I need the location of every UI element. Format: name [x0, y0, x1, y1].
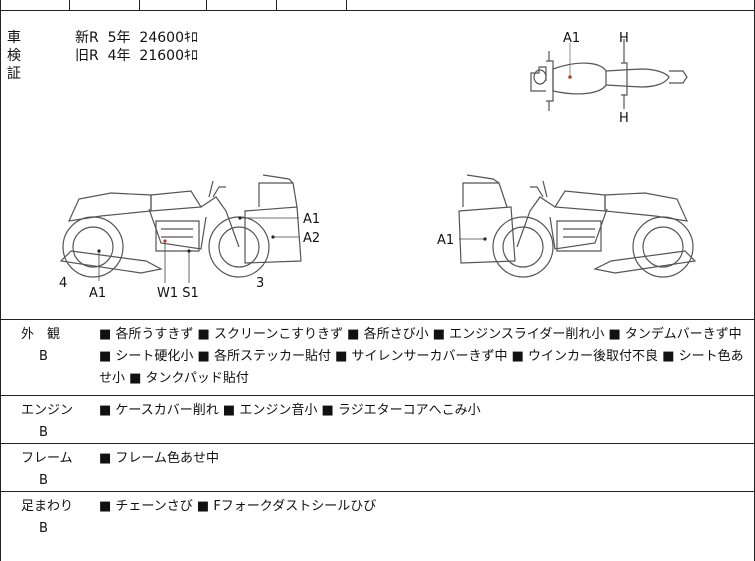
- header-row-remnant: [1, 0, 755, 11]
- damage-diagram-panel: 車検証 新R 5年 24600ｷﾛ 旧R 4年 21600ｷﾛ: [1, 11, 755, 320]
- label-left-3: 3: [256, 276, 264, 291]
- top-view-motorcycle-icon: [530, 39, 688, 111]
- category-grade: B: [39, 521, 48, 536]
- category-name: 足まわり: [21, 499, 74, 514]
- section-description: ■ フレーム色あせ中: [99, 451, 220, 466]
- section-category: 足まわり B: [1, 496, 91, 540]
- new-registration-line: 新R 5年 24600ｷﾛ: [75, 30, 198, 46]
- label-left-a1-bottom: A1: [89, 286, 106, 301]
- label-left-w1s1: W1 S1: [157, 286, 199, 301]
- label-top-a1: A1: [563, 31, 580, 46]
- section-suspension: 足まわり B ■ チェーンさび ■ Fフォークダストシールひび: [1, 492, 755, 561]
- divider: [139, 0, 140, 11]
- old-registration-line: 旧R 4年 21600ｷﾛ: [75, 48, 198, 64]
- label-top-h-upper: H: [619, 31, 629, 46]
- section-description: ■ ケースカバー削れ ■ エンジン音小 ■ ラジエターコアへこみ小: [99, 403, 481, 418]
- divider: [69, 0, 70, 11]
- category-name: フレーム: [21, 451, 73, 466]
- category-grade: B: [39, 473, 48, 488]
- category-grade: B: [39, 349, 48, 364]
- section-category: 外 観 B: [1, 324, 91, 368]
- section-category: エンジン B: [1, 400, 91, 444]
- left-view-motorcycle-icon: [59, 174, 302, 278]
- section-description: ■ チェーンさび ■ Fフォークダストシールひび: [99, 499, 377, 514]
- label-top-h-lower: H: [619, 111, 629, 126]
- motorcycle-diagram: A1 H H A1 A2 4 A1 W1 S1 3 A1: [59, 31, 697, 301]
- divider: [346, 0, 347, 11]
- divider: [206, 0, 207, 11]
- category-grade: B: [39, 425, 48, 440]
- section-engine: エンジン B ■ ケースカバー削れ ■ エンジン音小 ■ ラジエターコアへこみ小: [1, 396, 755, 444]
- label-left-a2: A2: [303, 231, 320, 246]
- category-name: 外 観: [21, 327, 61, 342]
- section-description: ■ 各所うすきず ■ スクリーンこすりきず ■ 各所さび小 ■ エンジンスライダ…: [99, 327, 744, 386]
- category-name: エンジン: [21, 403, 74, 418]
- section-category: フレーム B: [1, 448, 91, 492]
- label-left-a1: A1: [303, 212, 320, 227]
- divider: [276, 0, 277, 11]
- label-right-a1: A1: [437, 233, 454, 248]
- inspection-label: 車検証: [7, 30, 21, 82]
- label-left-4: 4: [59, 276, 67, 291]
- section-exterior: 外 観 B ■ 各所うすきず ■ スクリーンこすりきず ■ 各所さび小 ■ エン…: [1, 320, 755, 396]
- right-view-motorcycle-icon: [458, 174, 697, 278]
- section-frame: フレーム B ■ フレーム色あせ中: [1, 444, 755, 492]
